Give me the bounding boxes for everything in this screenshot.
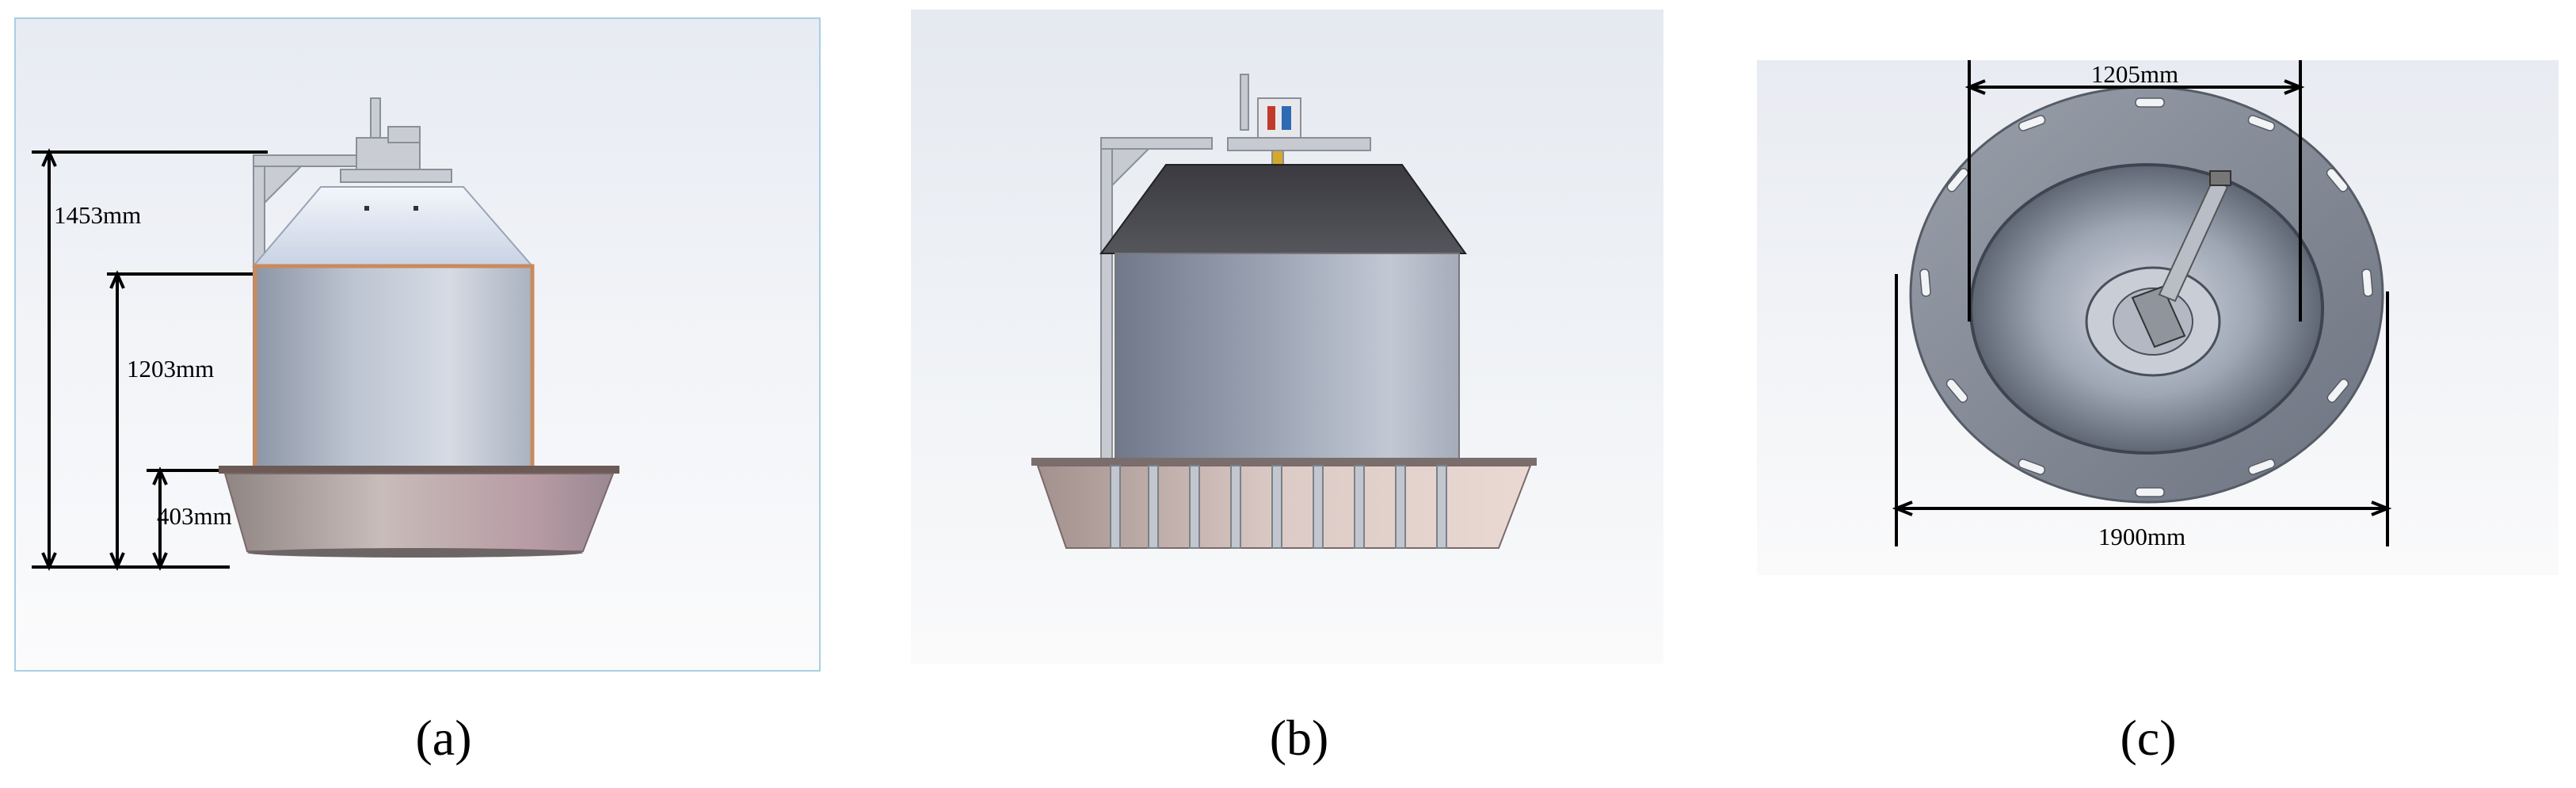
flange-slots (1919, 97, 2373, 497)
caption-c: (c) (2120, 710, 2177, 766)
tank-lid (1099, 164, 1467, 254)
center-mount (2131, 170, 2231, 348)
panel-a-drawing: 1453mm 1203mm 403mm (32, 97, 619, 571)
dim-label-outer-diameter: 1900mm (2098, 523, 2185, 550)
panel-c-top-view-dimensioned: 1205mm 1900mm (1757, 60, 2559, 575)
dimension-lines (32, 148, 268, 571)
dim-label-base-height: 403mm (157, 502, 232, 530)
support-legs (1110, 465, 1447, 549)
base-rim (219, 466, 619, 474)
dim-label-tank-height: 1203mm (127, 355, 214, 383)
dim-label-inner-diameter: 1205mm (2091, 60, 2178, 88)
base-tray (1036, 465, 1532, 549)
panel-c-drawing: 1205mm 1900mm (1892, 60, 2392, 550)
panel-a-side-view-dimensioned: 1453mm 1203mm 403mm (14, 17, 821, 672)
panel-b-side-view (911, 10, 1663, 664)
base-rim (1031, 458, 1537, 466)
tank-lid (251, 186, 535, 267)
tank-body (1115, 253, 1460, 462)
support-bracket (1100, 74, 1371, 465)
caption-b: (b) (1269, 710, 1329, 766)
base-tray (223, 473, 615, 552)
panel-b-drawing (1031, 74, 1537, 549)
dimension-lines (1892, 60, 2392, 546)
tank-body (253, 264, 535, 471)
caption-a: (a) (415, 710, 472, 766)
dim-label-overall-height: 1453mm (54, 201, 141, 229)
